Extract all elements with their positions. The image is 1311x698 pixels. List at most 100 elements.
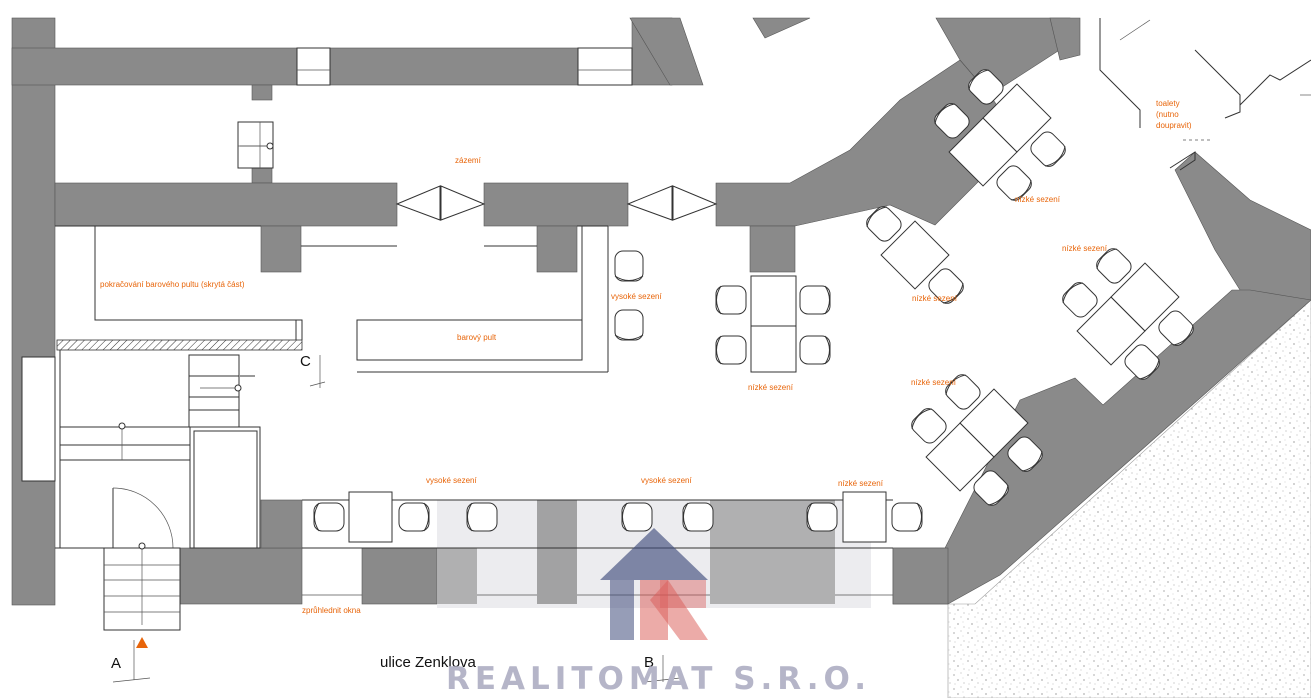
label-bar-continuation: pokračování barového pultu (skrytá část) bbox=[100, 280, 245, 289]
table-group bbox=[934, 69, 1066, 201]
table bbox=[880, 220, 950, 290]
chair-back bbox=[314, 502, 320, 532]
table bbox=[348, 491, 393, 543]
chair bbox=[614, 250, 644, 282]
chair-seat bbox=[715, 285, 747, 315]
realitomat-logo bbox=[600, 528, 708, 640]
section-marker-b: B bbox=[644, 654, 654, 671]
chair bbox=[866, 206, 902, 242]
chair-back bbox=[824, 335, 830, 365]
chair-back bbox=[911, 408, 932, 429]
label-low-seating-6: nízké sezení bbox=[838, 479, 884, 488]
table bbox=[842, 491, 887, 543]
chair bbox=[466, 502, 498, 532]
section-marker-c: C bbox=[300, 353, 311, 370]
chair bbox=[1124, 344, 1160, 380]
chair bbox=[398, 502, 430, 532]
label-high-seating-1: vysoké sezení bbox=[611, 292, 662, 301]
section-marker-a: A bbox=[111, 655, 121, 672]
chair-seat bbox=[799, 285, 831, 315]
table bbox=[982, 83, 1052, 153]
windows bbox=[296, 47, 893, 596]
chair bbox=[911, 408, 947, 444]
chair-back bbox=[824, 285, 830, 315]
chair-back bbox=[614, 275, 644, 281]
label-high-seating-3: vysoké sezení bbox=[641, 476, 692, 485]
chair-back bbox=[716, 285, 722, 315]
chair-back bbox=[614, 334, 644, 340]
table-group bbox=[866, 206, 964, 304]
chair bbox=[806, 502, 838, 532]
table bbox=[1110, 262, 1180, 332]
chair-back bbox=[683, 502, 689, 532]
chair-seat bbox=[682, 502, 714, 532]
chair bbox=[973, 470, 1009, 506]
label-toilets-2: (nutno bbox=[1156, 110, 1179, 119]
section-lines bbox=[112, 355, 681, 683]
chair bbox=[996, 165, 1032, 201]
chair bbox=[934, 103, 970, 139]
bottom-wall-faded bbox=[537, 500, 577, 604]
chair bbox=[614, 309, 644, 341]
label-toilets-1: toalety bbox=[1156, 99, 1180, 108]
ground-area bbox=[947, 299, 1311, 698]
entrance-door bbox=[112, 487, 174, 549]
chair-back bbox=[1139, 359, 1160, 380]
chair bbox=[715, 335, 747, 365]
label-low-seating-3: nízké sezení bbox=[1062, 244, 1108, 253]
chair bbox=[799, 285, 831, 315]
street-name: ulice Zenklova bbox=[380, 654, 477, 671]
chair-seat bbox=[799, 335, 831, 365]
chair-seat bbox=[614, 309, 644, 341]
label-low-seating-2: nízké sezení bbox=[1015, 195, 1061, 204]
chair-back bbox=[1096, 248, 1117, 269]
entrance-stairs bbox=[103, 542, 181, 648]
chair bbox=[1158, 310, 1194, 346]
chair bbox=[1096, 248, 1132, 284]
chair bbox=[1062, 282, 1098, 318]
chair-back bbox=[467, 502, 473, 532]
chair-back bbox=[945, 374, 966, 395]
watermark-text: REALITOMAT S.R.O. bbox=[446, 661, 871, 697]
label-low-seating-5: nízké sezení bbox=[911, 378, 957, 387]
chair-back bbox=[423, 502, 429, 532]
entrance-arrow-icon bbox=[136, 637, 148, 648]
label-low-seating-1: nízké sezení bbox=[748, 383, 794, 392]
chair bbox=[715, 285, 747, 315]
chair-back bbox=[934, 103, 955, 124]
label-high-seating-2: vysoké sezení bbox=[426, 476, 477, 485]
chair-back bbox=[943, 283, 964, 304]
label-bar: barový pult bbox=[457, 333, 497, 342]
chair bbox=[313, 502, 345, 532]
chair-back bbox=[968, 69, 989, 90]
chair-back bbox=[1045, 146, 1066, 167]
double-door-left bbox=[395, 185, 486, 221]
chair-seat bbox=[398, 502, 430, 532]
chair bbox=[968, 69, 1004, 105]
chair bbox=[682, 502, 714, 532]
chair-back bbox=[1022, 451, 1043, 472]
bottom-wall-faded bbox=[437, 548, 477, 604]
chair-back bbox=[716, 335, 722, 365]
double-door-right bbox=[626, 185, 718, 221]
label-toilets-3: doupravit) bbox=[1156, 121, 1192, 130]
label-windows: zprůhlednit okna bbox=[302, 606, 361, 615]
table bbox=[750, 325, 797, 373]
chair bbox=[621, 502, 653, 532]
chair-back bbox=[1173, 325, 1194, 346]
label-zazemi: zázemí bbox=[455, 156, 482, 165]
chair-seat bbox=[614, 250, 644, 282]
label-low-seating-4: nízké sezení bbox=[912, 294, 958, 303]
table-group bbox=[911, 374, 1043, 506]
chair bbox=[891, 502, 923, 532]
chair-seat bbox=[466, 502, 498, 532]
chair bbox=[1030, 131, 1066, 167]
chair-back bbox=[1062, 282, 1083, 303]
chair bbox=[799, 335, 831, 365]
chair bbox=[1007, 436, 1043, 472]
chair-back bbox=[1011, 180, 1032, 201]
chair-seat bbox=[715, 335, 747, 365]
chair-seat bbox=[806, 502, 838, 532]
chair-seat bbox=[891, 502, 923, 532]
